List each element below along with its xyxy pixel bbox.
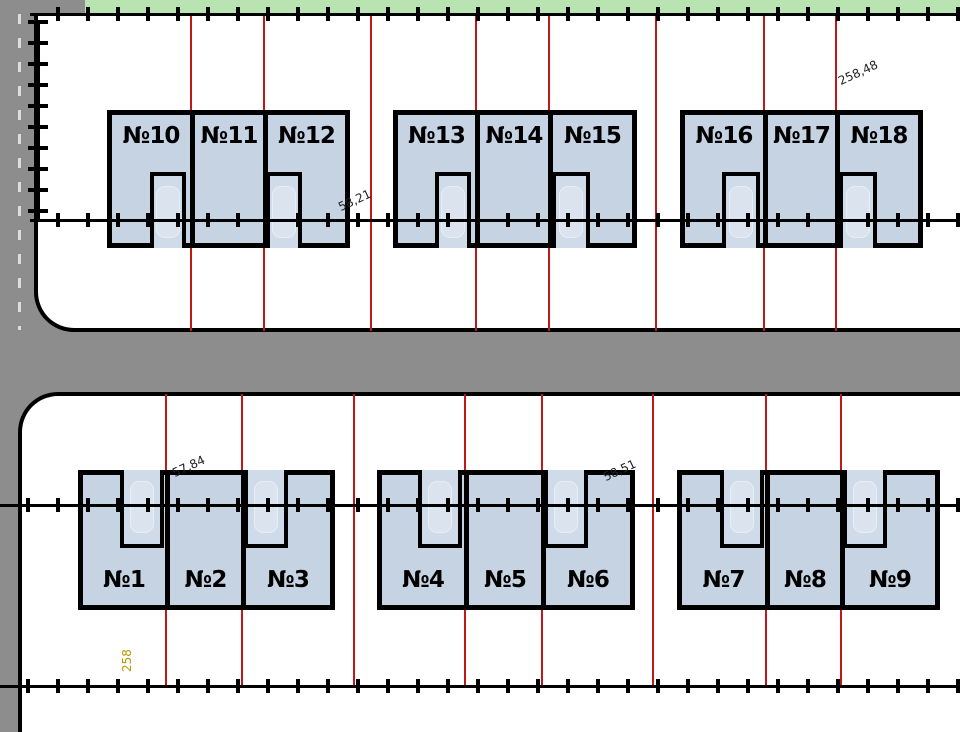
road-lane-marking [18,0,21,330]
garage [722,172,760,248]
fence-line [30,213,960,227]
plot-boundary-line [370,15,372,331]
townhouse-unit: №2 [165,470,246,610]
fence-line [30,7,960,21]
garage [552,172,590,248]
townhouse-unit: №5 [464,470,546,610]
car-icon [156,186,180,238]
fence-line [0,679,960,693]
car-icon [846,186,870,238]
garage [150,172,186,248]
townhouse-unit: №8 [765,470,845,610]
garage [266,172,302,248]
fence-line-vertical [28,20,48,220]
contour-label: 258 [120,649,134,672]
garage [839,172,877,248]
garage [435,172,471,248]
townhouse-unit: №11 [190,110,268,248]
plot-boundary-line [655,15,657,331]
plot-boundary-line [353,394,355,686]
plot-boundary-line [652,394,654,686]
car-icon [559,186,583,238]
car-icon [441,186,465,238]
townhouse-unit: №14 [475,110,553,248]
car-icon [729,186,753,238]
car-icon [272,186,296,238]
townhouse-unit: №17 [763,110,840,248]
fence-line [0,498,960,512]
